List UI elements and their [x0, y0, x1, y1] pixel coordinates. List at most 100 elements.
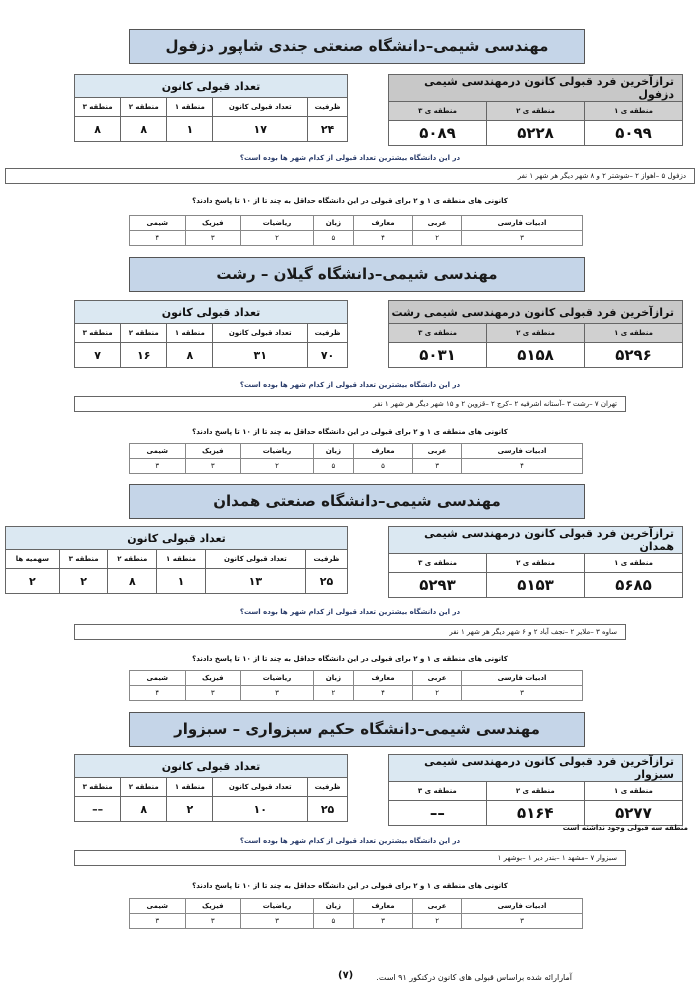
section-3-subject-question: کانونی های منطقه ی ۱ و ۲ برای قبولی در ا… — [192, 655, 508, 663]
count-value: ۱۰ — [212, 796, 309, 822]
count-title: تعداد قبولی کانون — [74, 754, 348, 778]
taraz-header: منطقه ی ۱ — [584, 323, 683, 343]
taraz-header: منطقه ی ۳ — [387, 101, 488, 121]
section-2-taraz-table: ترازآخرین فرد قبولی کانون درمهندسی شیمی … — [388, 300, 683, 368]
footer-source-note: آمارارائه شده براساس قبولی های کانون درک… — [376, 973, 572, 982]
section-1-count-table: تعداد قبولی کانون ظرفیت تعداد قبولی کانو… — [73, 74, 348, 142]
taraz-value: ۵۱۵۳ — [486, 572, 585, 598]
taraz-value: ۵۲۲۸ — [486, 120, 586, 146]
subject-value: ۲ — [412, 685, 462, 701]
count-header: منطقه ۲ — [120, 323, 168, 343]
section-4-title: مهندسی شیمی–دانشگاه حکیم سبزواری – سبزوا… — [129, 712, 585, 747]
subject-value: ۳ — [184, 458, 242, 474]
count-value: ۱۳ — [204, 568, 306, 594]
subject-value: ۳ — [129, 913, 186, 929]
section-1-city-question: در این دانشگاه بیشترین تعداد قبولی از کد… — [239, 154, 461, 162]
subject-header: شیمی — [129, 215, 186, 231]
subject-value: ۳ — [461, 230, 583, 246]
subject-value: ۴ — [461, 458, 583, 474]
subject-value: ۳ — [352, 913, 414, 929]
section-4-note: منطقه سه قبولی وجود نداشته است — [562, 824, 688, 832]
subject-value: ۵ — [312, 913, 354, 929]
count-value: ۸ — [107, 568, 158, 594]
subject-header: معارف — [352, 443, 414, 459]
subject-value: ۲ — [240, 458, 314, 474]
count-header: منطقه ۲ — [120, 777, 168, 797]
count-value: ۱۶ — [120, 342, 168, 368]
subject-header: ریاضیات — [240, 898, 314, 914]
taraz-header: منطقه ی ۳ — [388, 323, 487, 343]
count-header: منطقه ۲ — [107, 549, 158, 569]
count-header: منطقه ۱ — [166, 777, 214, 797]
subject-value: ۲ — [412, 913, 462, 929]
subject-header: ادبیات فارسی — [461, 443, 583, 459]
subject-header: شیمی — [129, 670, 186, 686]
section-3-subject-table: ادبیات فارسی عربی معارف زبان ریاضیات فیز… — [129, 670, 583, 701]
subject-header: ریاضیات — [240, 670, 314, 686]
subject-header: زبان — [312, 898, 354, 914]
section-4-subject-question: کانونی های منطقه ی ۱ و ۲ برای قبولی در ا… — [192, 882, 508, 890]
section-1-title: مهندسی شیمی–دانشگاه صنعتی جندی شاپور دزف… — [129, 29, 585, 64]
section-2-subject-question: کانونی های منطقه ی ۱ و ۲ برای قبولی در ا… — [192, 428, 508, 436]
subject-value: ۳ — [412, 458, 462, 474]
section-3-city-answer: ساوه ۳ –ملایر ۲ –نجف آباد ۲ و ۶ شهر دیگر… — [74, 624, 626, 640]
section-2-title: مهندسی شیمی–دانشگاه گیلان – رشت — [129, 257, 585, 292]
subject-value: ۵ — [312, 230, 354, 246]
subject-header: عربی — [412, 443, 462, 459]
subject-header: فیزیک — [184, 898, 242, 914]
subject-header: زبان — [312, 443, 354, 459]
subject-value: ۳ — [240, 685, 314, 701]
count-value: ۱ — [166, 116, 214, 142]
section-4-count-table: تعداد قبولی کانون ظرفیت تعداد قبولی کانو… — [73, 754, 348, 822]
subject-header: عربی — [412, 215, 462, 231]
section-3-taraz-table: ترازآخرین فرد قبولی کانون درمهندسی شیمی … — [388, 526, 683, 598]
section-1-taraz-table: ترازآخرین فرد قبولی کانون درمهندسی شیمی … — [387, 74, 683, 146]
subject-value: ۳ — [184, 230, 242, 246]
count-value: ۸ — [120, 116, 168, 142]
count-header: ظرفیت — [307, 777, 348, 797]
subject-header: معارف — [352, 898, 414, 914]
subject-header: زبان — [312, 215, 354, 231]
count-header: منطقه ۳ — [73, 97, 122, 117]
subject-value: ۳ — [461, 685, 583, 701]
taraz-header: منطقه ی ۲ — [486, 101, 586, 121]
subject-header: معارف — [352, 215, 414, 231]
taraz-title: ترازآخرین فرد قبولی کانون درمهندسی شیمی … — [388, 74, 683, 102]
count-value: –– — [73, 796, 122, 822]
count-value: ۷ — [73, 342, 122, 368]
section-4-subject-table: ادبیات فارسی عربی معارف زبان ریاضیات فیز… — [129, 898, 583, 929]
section-1-subject-table: ادبیات فارسی عربی معارف زبان ریاضیات فیز… — [129, 215, 583, 246]
taraz-header: منطقه ی ۱ — [584, 101, 683, 121]
section-1-subject-question: کانونی های منطقه ی ۱ و ۲ برای قبولی در ا… — [192, 197, 508, 205]
subject-value: ۵ — [312, 458, 354, 474]
subject-header: شیمی — [129, 443, 186, 459]
subject-value: ۳ — [129, 458, 186, 474]
count-value: ۱۷ — [212, 116, 309, 142]
taraz-value: ۵۶۸۵ — [584, 572, 683, 598]
count-header: منطقه ۱ — [156, 549, 206, 569]
taraz-title: ترازآخرین فرد قبولی کانون درمهندسی شیمی … — [388, 300, 683, 324]
count-header: منطقه ۱ — [166, 97, 214, 117]
count-value: ۱ — [156, 568, 206, 594]
taraz-header: منطقه ی ۱ — [584, 553, 683, 573]
count-value: ۸ — [73, 116, 122, 142]
count-header: سهمیه ها — [5, 549, 60, 569]
count-title: تعداد قبولی کانون — [74, 74, 348, 98]
taraz-header: منطقه ی ۲ — [486, 323, 585, 343]
section-2-city-answer: تهران ۷ –رشت ۳ –آستانه اشرفیه ۲ –کرج ۲ –… — [74, 396, 626, 412]
taraz-header: منطقه ی ۱ — [583, 781, 684, 801]
count-header: منطقه ۳ — [73, 777, 122, 797]
section-4-city-answer: سبزوار ۷ –مشهد ۱ –بندر دیر ۱ –بوشهر ۱ — [74, 850, 626, 866]
taraz-value: ۵۰۹۹ — [584, 120, 683, 146]
page-number: (۷) — [338, 970, 354, 981]
taraz-header: منطقه ی ۲ — [486, 553, 585, 573]
subject-header: فیزیک — [184, 443, 242, 459]
subject-header: زبان — [312, 670, 354, 686]
count-value: ۲ — [5, 568, 60, 594]
subject-header: عربی — [412, 670, 462, 686]
subject-value: ۳ — [240, 913, 314, 929]
subject-value: ۲ — [412, 230, 462, 246]
taraz-title: ترازآخرین فرد قبولی کانون درمهندسی شیمی … — [388, 526, 683, 554]
count-header: منطقه ۳ — [73, 323, 122, 343]
subject-value: ۳ — [184, 913, 242, 929]
